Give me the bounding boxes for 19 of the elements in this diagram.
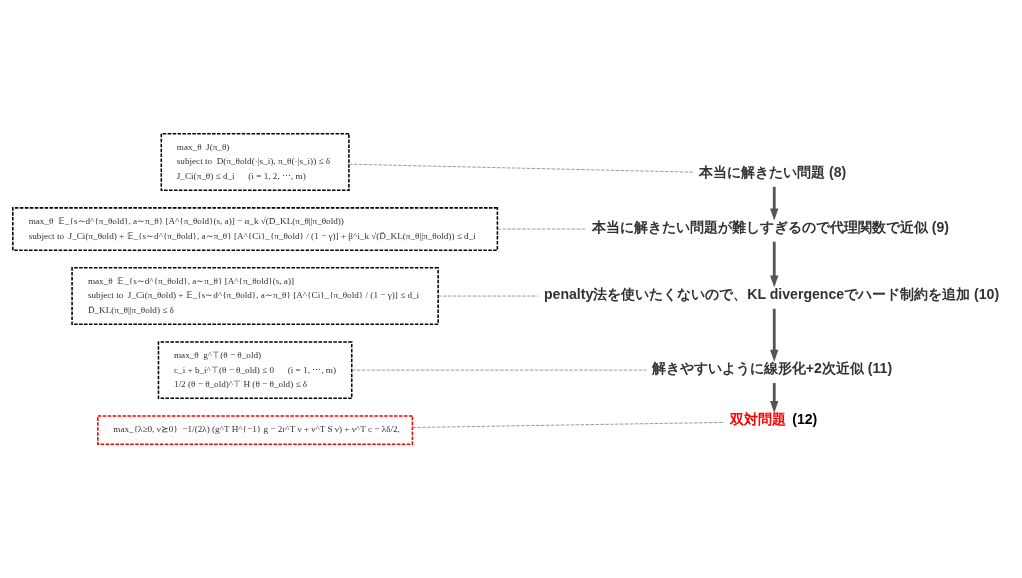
node-text: 解きやすいように線形化+2次近似 (11)	[651, 359, 892, 376]
arrow	[769, 383, 778, 413]
node-box: max_{λ≥0, ν⪰0} −1/(2λ) (g^T H^{−1} g − 2r^T ν + ν^T S ν) + ν^T c − λδ/2,	[96, 415, 413, 445]
node-text: 本当に解きたい問題 (8)	[698, 163, 846, 180]
node-text: 本当に解きたい問題が難しすぎるので代理関数で近似 (9)	[591, 218, 949, 235]
connector	[411, 422, 725, 428]
arrow	[769, 186, 778, 221]
node-text: penalty法を使いたくないので、KL divergenceでハード制約を追加 (10)	[543, 285, 999, 302]
connector	[348, 163, 694, 173]
connector	[351, 369, 647, 371]
connector	[496, 228, 586, 230]
arrow	[769, 241, 778, 288]
node-box: max_θ 𝔼_{s∼d^{π_θold}, a∼π_θ} [A^{π_θold}(s, a)] subject to J_Ci(π_θold) + 𝔼_{s∼d^{π_θold}, a∼π_θ} [A^{Ci}_{π_θold} / (1 − γ)] ≤ d_i D̄_KL(π_θ||π_θold) ≤ δ	[70, 267, 439, 326]
node-box: max_θ g^⊤(θ − θ_old) c_i + b_i^⊤(θ − θ_old) ≤ 0 (i = 1, ⋯, m) 1/2 (θ − θ_old)^⊤ H (θ − θ_old) ≤ δ	[157, 341, 352, 400]
node-text: 双対問題 (12)	[729, 411, 817, 428]
arrow	[769, 308, 778, 362]
node-box: max_θ 𝔼_{s∼d^{π_θold}, a∼π_θ} [A^{π_θold}(s, a)] − α_k √(D̄_KL(π_θ||π_θold)) subject to J_Ci(π_θold) + 𝔼_{s∼d^{π_θold}, a∼π_θ} [A^{Ci}_{π_θold} / (1 − γ)] + β^i_k √(D̄_KL(π_θ||π_θold)) ≤ d_i	[11, 207, 498, 251]
node-box: max_θ J(π_θ) subject to D(π_θold(·|s_i), π_θ(·|s_i)) ≤ δ J_Ci(π_θ) ≤ d_i (i = 1, 2, ⋯, m)	[160, 133, 350, 192]
connector	[437, 295, 538, 297]
